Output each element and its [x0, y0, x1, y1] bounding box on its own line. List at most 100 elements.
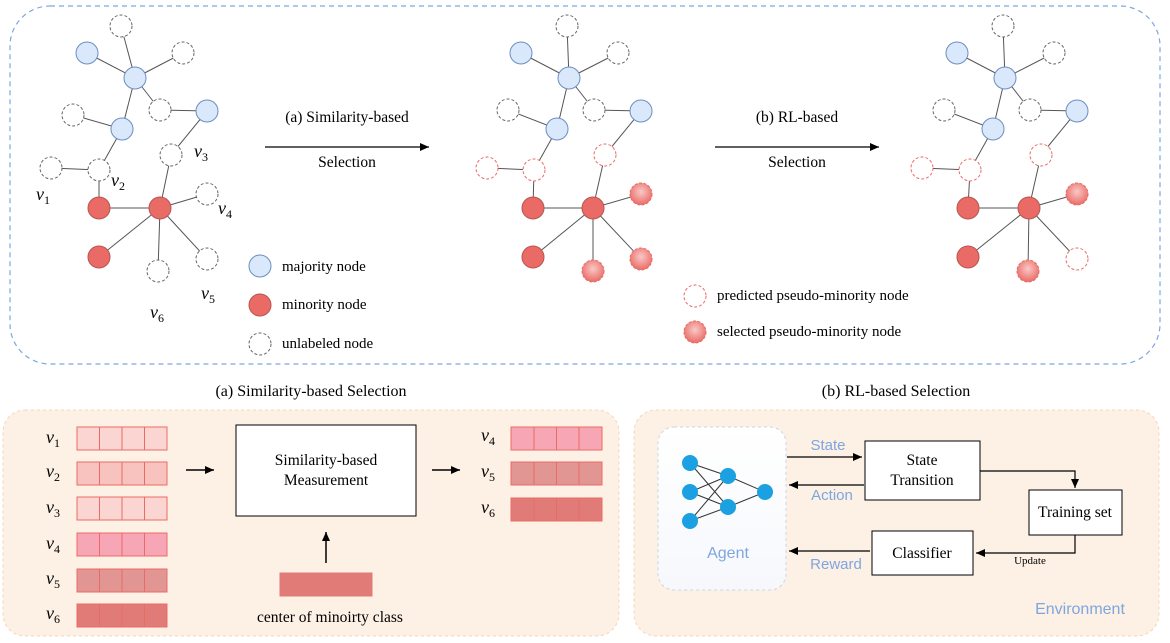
unlabeled-node — [195, 182, 219, 206]
majority-node — [1065, 99, 1089, 123]
selected-pseudo-node — [1016, 259, 1040, 283]
center-embedding — [279, 572, 373, 597]
label-v2: v2 — [111, 170, 125, 193]
majority-node — [195, 99, 219, 123]
legend-right: predicted pseudo-minority node selected … — [683, 284, 909, 344]
embedding-v1 — [76, 426, 168, 451]
embedding-v3 — [76, 496, 168, 521]
minority-node — [87, 245, 111, 269]
legend-minority-swatch — [248, 293, 272, 317]
measurement-label-line2: Measurement — [284, 472, 369, 489]
majority-node — [945, 41, 969, 65]
agent-label: Agent — [707, 545, 749, 562]
predicted-pseudo-node — [910, 156, 934, 180]
selected-pseudo-node — [629, 247, 653, 271]
minority-node — [581, 196, 605, 220]
majority-node — [75, 41, 99, 65]
top-panel-border — [9, 5, 1161, 365]
majority-node — [981, 117, 1005, 141]
unlabeled-node — [932, 98, 956, 122]
unlabeled-node — [991, 14, 1015, 38]
minority-node — [148, 196, 172, 220]
unlabeled-node — [171, 41, 195, 65]
row-label-v2: v2 — [46, 461, 60, 484]
arrow-a-label-top: (a) Similarity-based — [285, 109, 409, 126]
selected-pseudo-node — [1065, 182, 1089, 206]
majority-node — [993, 66, 1017, 90]
minority-node — [956, 245, 980, 269]
unlabeled-node — [159, 143, 183, 167]
unlabeled-node — [195, 247, 219, 271]
caption-left: (a) Similarity-based Selection — [215, 383, 406, 400]
action-label: Action — [811, 487, 853, 504]
legend-predicted-label: predicted pseudo-minority node — [717, 288, 909, 304]
environment-label: Environment — [1035, 601, 1125, 618]
unlabeled-node — [39, 156, 63, 180]
selected-pseudo-node — [581, 259, 605, 283]
unlabeled-node — [109, 14, 133, 38]
arrow-b-label-top: (b) RL-based — [756, 109, 838, 126]
predicted-pseudo-node — [475, 156, 499, 180]
majority-node — [123, 66, 147, 90]
unlabeled-node — [496, 98, 520, 122]
update-arrow — [976, 535, 1076, 557]
unlabeled-node — [87, 158, 111, 182]
unlabeled-node — [148, 98, 172, 122]
classifier-box — [871, 530, 974, 576]
unlabeled-node — [1018, 98, 1042, 122]
output-label-v5: v5 — [481, 461, 495, 484]
output-embedding-v5 — [510, 461, 603, 486]
output-label-v4: v4 — [481, 425, 495, 448]
legend-selected-label: selected pseudo-minority node — [717, 324, 901, 340]
row-label-v3: v3 — [46, 497, 60, 520]
majority-node — [557, 66, 581, 90]
predicted-pseudo-node — [958, 158, 982, 182]
majority-node — [629, 99, 653, 123]
unlabeled-node — [146, 259, 170, 283]
unlabeled-node — [606, 41, 630, 65]
legend-unlabeled-label: unlabeled node — [282, 336, 374, 352]
output-embedding-v4 — [510, 426, 603, 451]
minority-node — [1017, 196, 1041, 220]
panel-a-row-labels: v1 v2 v3 v4 v5 v6 — [46, 427, 60, 626]
legend-minority-label: minority node — [282, 297, 367, 313]
output-label-v6: v6 — [481, 497, 495, 520]
legend-selected-swatch — [683, 320, 707, 344]
legend-left: majority node minority node unlabeled no… — [248, 254, 374, 356]
graph-rl-nodes — [910, 14, 1089, 283]
legend-majority-swatch — [248, 254, 272, 278]
unlabeled-node — [555, 14, 579, 38]
state-transition-line1: State — [907, 452, 938, 469]
measurement-label-line1: Similarity-based — [275, 452, 378, 469]
graph-original-nodes — [39, 14, 219, 283]
output-labels: v4 v5 v6 — [481, 425, 495, 520]
legend-majority-label: majority node — [282, 259, 366, 275]
state-label: State — [810, 437, 845, 454]
label-v4: v4 — [218, 198, 232, 221]
transition-to-training-arrow — [980, 470, 1079, 488]
predicted-pseudo-node — [1065, 247, 1089, 271]
measurement-box — [235, 424, 417, 517]
majority-node — [110, 117, 134, 141]
row-label-v5: v5 — [46, 568, 60, 591]
minority-node — [956, 196, 980, 220]
training-set-label: Training set — [1038, 504, 1113, 521]
minority-node — [87, 196, 111, 220]
label-v6: v6 — [150, 302, 164, 325]
node-labels: v1 v2 v3 v4 v5 v6 — [36, 141, 232, 325]
state-transition-box — [864, 440, 981, 501]
state-transition-line2: Transition — [890, 472, 953, 489]
label-v1: v1 — [36, 184, 50, 207]
embedding-v2 — [76, 461, 168, 486]
row-label-v4: v4 — [46, 533, 60, 556]
output-bars — [510, 426, 603, 522]
minority-node — [521, 245, 545, 269]
unlabeled-node — [582, 98, 606, 122]
embedding-v6 — [76, 603, 168, 628]
training-set-box — [1028, 489, 1123, 536]
embedding-bars — [76, 426, 168, 628]
embedding-v4 — [76, 532, 168, 557]
reward-label: Reward — [810, 556, 862, 573]
label-v3: v3 — [194, 141, 208, 164]
